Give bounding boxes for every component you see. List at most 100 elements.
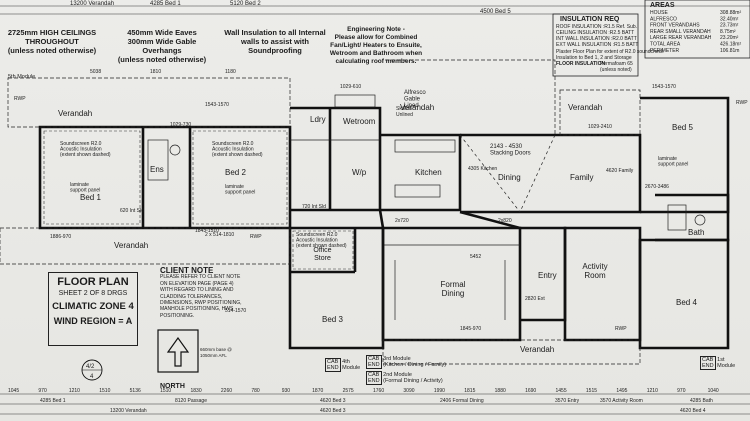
dimension-text: 1180 [225, 69, 236, 75]
areas-key: PERIMETER [650, 48, 680, 54]
bottom-dim-value: 1510 [160, 388, 171, 394]
dimension-text: 1886-970 [50, 234, 71, 240]
areas-value: 308.88m² [720, 10, 741, 16]
bottom-dim-label: 4620 Bed 3 [320, 398, 346, 404]
bottom-dim-value: 1040 [708, 388, 719, 394]
areas-value: 426.18m² [720, 42, 741, 48]
dimension-text: 1029-610 [340, 84, 361, 90]
top-dim-3: 5120 Bed 2 [230, 1, 261, 7]
top-dim-1: 13200 Verandah [70, 1, 114, 7]
grid-ref-top: 4/2 [86, 364, 95, 370]
areas-key: TOTAL AREA [650, 42, 681, 48]
dimension-text: 2x720 [395, 218, 409, 224]
module-1: CAB END 1st Module [700, 356, 748, 370]
module-5-text: Module [17, 74, 36, 80]
room-family: Family [570, 173, 594, 182]
rwp-label-4: RWP [615, 326, 627, 332]
engineering-note: Engineering Note - Please allow for Comb… [329, 26, 423, 65]
dimension-text: 2 x 514-1810 [205, 232, 234, 238]
module-4-text: 4th Module [342, 358, 361, 372]
room-entry: Entry [538, 271, 557, 280]
bottom-dim-value: 1045 [8, 388, 19, 394]
areas-title: AREAS [650, 2, 675, 9]
module-2: CAB END 2nd Module (Formal Dining / Acti… [366, 371, 486, 385]
bottom-dim-value: 1880 [495, 388, 506, 394]
bottom-dim-value: 1830 [191, 388, 202, 394]
bottom-dim-value: 1815 [464, 388, 475, 394]
dimension-text: 2670-3486 [645, 184, 669, 190]
room-kitchen: Kitchen [415, 168, 442, 177]
bottom-dim-value: 1690 [525, 388, 536, 394]
dimension-text: 1029-730 [170, 122, 191, 128]
areas-key: LARGE REAR VERANDAH [650, 35, 712, 41]
top-dimension-strip: 13200 Verandah 4285 Bed 1 5120 Bed 2 450… [0, 1, 750, 15]
top-dim-4: 4500 Bed 5 [480, 9, 511, 15]
rwp-label-1: RWP [14, 96, 26, 102]
areas-key: FRONT VERANDAHS [650, 23, 700, 29]
sheet-label: SHEET 2 OF 8 DRGS [58, 290, 128, 297]
bottom-dim-value: 2260 [221, 388, 232, 394]
room-wetroom: Wetroom [343, 117, 376, 126]
insulation-box: INSULATION REQ ROOF INSULATION :R1.5 Ref… [552, 13, 664, 77]
insulation-row-3: INT WALL INSULATION :R2.0 BATT [556, 36, 637, 42]
insulation-sub-1: Plaster Floor Plan for extent of R2.0 so… [556, 49, 664, 55]
room-activity: Activity Room [582, 262, 608, 280]
verandah-outlines [0, 59, 641, 365]
module-4-tag: CAB END [325, 358, 341, 372]
bottom-dim-value: 930 [282, 388, 291, 394]
insulation-sub-2: Insulation to Bed 1, 2 and Storage [556, 55, 632, 61]
client-note: CLIENT NOTE PLEASE REFER TO CLIENT NOTE … [160, 266, 278, 319]
dimension-text: 4620 Family [606, 168, 634, 174]
bottom-dim-value: 1760 [373, 388, 384, 394]
insulation-row-1: ROOF INSULATION :R1.5 Ref. Sub. [556, 24, 637, 30]
dimension-text: 4305 Kitchen [468, 166, 497, 172]
bottom-dim-value: 3090 [403, 388, 414, 394]
dimension-text: 620 Int Sld [120, 208, 144, 214]
north-arrow: NORTH [157, 329, 199, 390]
room-bed3: Bed 3 [322, 315, 343, 324]
module-1-text: 1st Module [717, 356, 736, 370]
wall-insulation-note: Wall Insulation to all Internal walls to… [224, 28, 326, 55]
insulation-sub-3: FLOOR INSULATION [556, 61, 605, 67]
room-bath: Bath [688, 228, 704, 237]
bottom-dim-value: 1455 [556, 388, 567, 394]
module-5-tag: 5th [8, 74, 16, 80]
bottom-dim-value: 970 [38, 388, 47, 394]
wind-region-label: WIND REGION = A [53, 316, 133, 326]
module-1-tag: CAB END [700, 356, 716, 370]
module-3: CAB END 3rd Module (Kitchen / Dining / F… [366, 355, 486, 369]
dimension-text: 720 Int Sld [302, 204, 326, 210]
bottom-dim-value: 1990 [434, 388, 445, 394]
areas-key: HOUSE [650, 10, 668, 16]
eaves-note: 450mm Wide Eaves 300mm Wide Gable Overha… [117, 28, 207, 64]
room-verandah-front-right: Verandah [520, 345, 554, 354]
climate-zone-label: CLIMATIC ZONE 4 [52, 301, 134, 312]
bottom-dim-value: 1515 [586, 388, 597, 394]
dimension-text: 1543-1570 [205, 102, 229, 108]
dimension-text: 1543-1570 [652, 84, 676, 90]
rwp-label-2: RWP [250, 234, 262, 240]
room-bed5: Bed 5 [672, 123, 693, 132]
room-wp: W/p [352, 168, 367, 177]
insulation-row-4: EXT WALL INSULATION :R1.5 BATT [556, 42, 638, 48]
room-verandah-front-left: Verandah [114, 241, 148, 250]
bottom-dim-total: 4620 Bed 4 [680, 408, 706, 414]
room-verandah-right: Verandah [568, 103, 602, 112]
dimension-text: 514-1570 [225, 308, 246, 314]
bottom-dim-value: 1495 [616, 388, 627, 394]
room-ldry: Ldry [310, 115, 326, 124]
room-dining: Dining [498, 173, 521, 182]
floor-level-note: 660mm base @ 1050mm AFL [200, 347, 232, 358]
bottom-dim-value: 780 [251, 388, 260, 394]
